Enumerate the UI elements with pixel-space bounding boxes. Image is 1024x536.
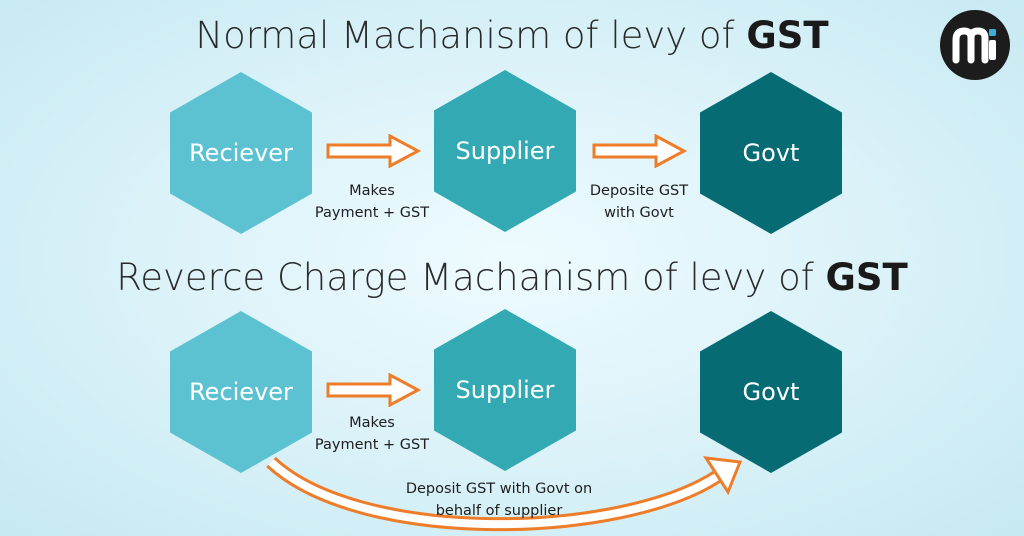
- node-govt-reverse-label: Govt: [742, 378, 800, 406]
- arrow-receiver-to-supplier-reverse: [326, 373, 422, 407]
- node-supplier-normal-label: Supplier: [455, 137, 555, 165]
- title-normal-text: Normal Machanism of levy of: [195, 14, 747, 57]
- caption-deposit-reverse: Deposit GST with Govt on behalf of suppl…: [405, 481, 593, 519]
- logo-mark-icon: [952, 27, 996, 64]
- title-reverse-gst: GST: [825, 256, 908, 299]
- caption-payment-reverse: Makes Payment + GST: [314, 415, 430, 453]
- title-reverse-text: Reverce Charge Machanism of levy of: [116, 256, 826, 299]
- node-govt-normal: Govt: [700, 72, 842, 234]
- caption-payment-normal: Makes Payment + GST: [314, 183, 430, 221]
- brand-logo: [940, 10, 1010, 80]
- node-govt-reverse: Govt: [700, 311, 842, 473]
- title-normal-mechanism: Normal Machanism of levy of GST: [0, 14, 1024, 57]
- node-govt-normal-label: Govt: [742, 139, 800, 167]
- node-supplier-reverse-label: Supplier: [455, 376, 555, 404]
- title-normal-gst: GST: [746, 14, 829, 57]
- arrow-supplier-to-govt-normal: [592, 134, 688, 168]
- node-receiver-normal-label: Reciever: [189, 139, 293, 167]
- arrow-receiver-to-supplier-normal: [326, 134, 422, 168]
- caption-deposit-normal: Deposite GST with Govt: [589, 183, 689, 221]
- node-receiver-reverse-label: Reciever: [189, 378, 293, 406]
- title-reverse-mechanism: Reverce Charge Machanism of levy of GST: [0, 256, 1024, 299]
